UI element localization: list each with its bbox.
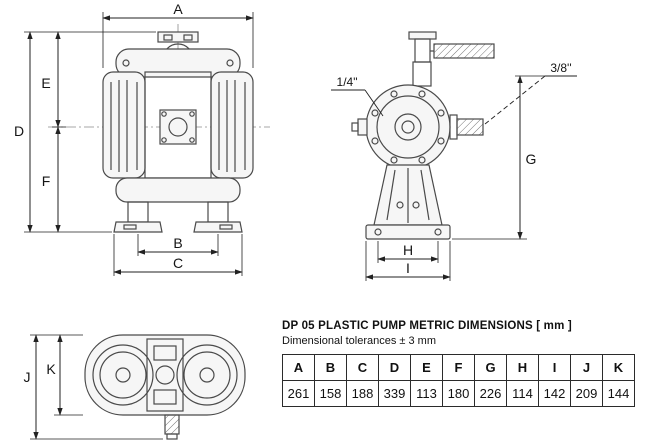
- dim-value-cell: 209: [570, 380, 603, 407]
- port-left-label: 1/4": [337, 75, 358, 89]
- dim-value-cell: 180: [442, 380, 475, 407]
- front-dimension-lines: A D E F B: [14, 2, 254, 276]
- dim-j-label: J: [24, 369, 31, 385]
- dimensions-table: A B C D E F G H I J K 261 158 188 339 11…: [282, 354, 635, 407]
- dim-header-cell: F: [442, 354, 475, 381]
- dim-header-cell: G: [474, 354, 507, 381]
- dim-header-cell: E: [410, 354, 443, 381]
- dim-value-cell: 188: [346, 380, 379, 407]
- pump-bottom-body: [84, 334, 246, 440]
- dim-i-label: I: [406, 260, 410, 276]
- dim-h-label: H: [403, 242, 413, 258]
- dim-header-cell: H: [506, 354, 539, 381]
- table-value-row: 261 158 188 339 113 180 226 114 142 209 …: [282, 380, 635, 407]
- side-view-drawing: 1/4" 3/8'' G H: [331, 31, 577, 281]
- front-view-drawing: A D E F B: [14, 2, 270, 276]
- dim-e-label: E: [41, 75, 50, 91]
- table-subtitle: Dimensional tolerances ± 3 mm: [282, 335, 436, 347]
- dim-value-cell: 158: [314, 380, 347, 407]
- dim-header-cell: I: [538, 354, 571, 381]
- table-title: DP 05 PLASTIC PUMP METRIC DIMENSIONS [ m…: [282, 320, 572, 332]
- bottom-view-drawing: J K: [24, 334, 246, 440]
- dim-value-cell: 142: [538, 380, 571, 407]
- dimensions-table-block: DP 05 PLASTIC PUMP METRIC DIMENSIONS [ m…: [282, 320, 638, 407]
- dim-header-cell: A: [282, 354, 315, 381]
- side-dimension-lines: 1/4" 3/8'' G H: [331, 61, 577, 281]
- bottom-dimension-lines: J K: [24, 334, 163, 440]
- dim-g-label: G: [526, 151, 537, 167]
- dim-value-cell: 113: [410, 380, 443, 407]
- dim-d-label: D: [14, 123, 24, 139]
- dim-value-cell: 144: [602, 380, 635, 407]
- dim-header-cell: K: [602, 354, 635, 381]
- dim-c-label: C: [173, 255, 183, 271]
- port-right-label: 3/8'': [550, 61, 571, 75]
- dim-value-cell: 114: [506, 380, 539, 407]
- dim-value-cell: 339: [378, 380, 411, 407]
- bottom-view: J K: [20, 316, 275, 446]
- dim-f-label: F: [42, 173, 51, 189]
- dim-k-label: K: [46, 361, 56, 377]
- pump-front-body: [48, 24, 270, 233]
- pump-side-body: [351, 31, 495, 240]
- dim-value-cell: 261: [282, 380, 315, 407]
- dim-header-cell: D: [378, 354, 411, 381]
- dim-b-label: B: [173, 235, 182, 251]
- dim-value-cell: 226: [474, 380, 507, 407]
- front-view: A D E F B: [8, 2, 298, 302]
- table-header-row: A B C D E F G H I J K: [282, 354, 635, 381]
- side-view: 1/4" 3/8'' G H: [325, 20, 580, 290]
- dim-a-label: A: [173, 2, 183, 17]
- dim-header-cell: J: [570, 354, 603, 381]
- dim-header-cell: B: [314, 354, 347, 381]
- dim-header-cell: C: [346, 354, 379, 381]
